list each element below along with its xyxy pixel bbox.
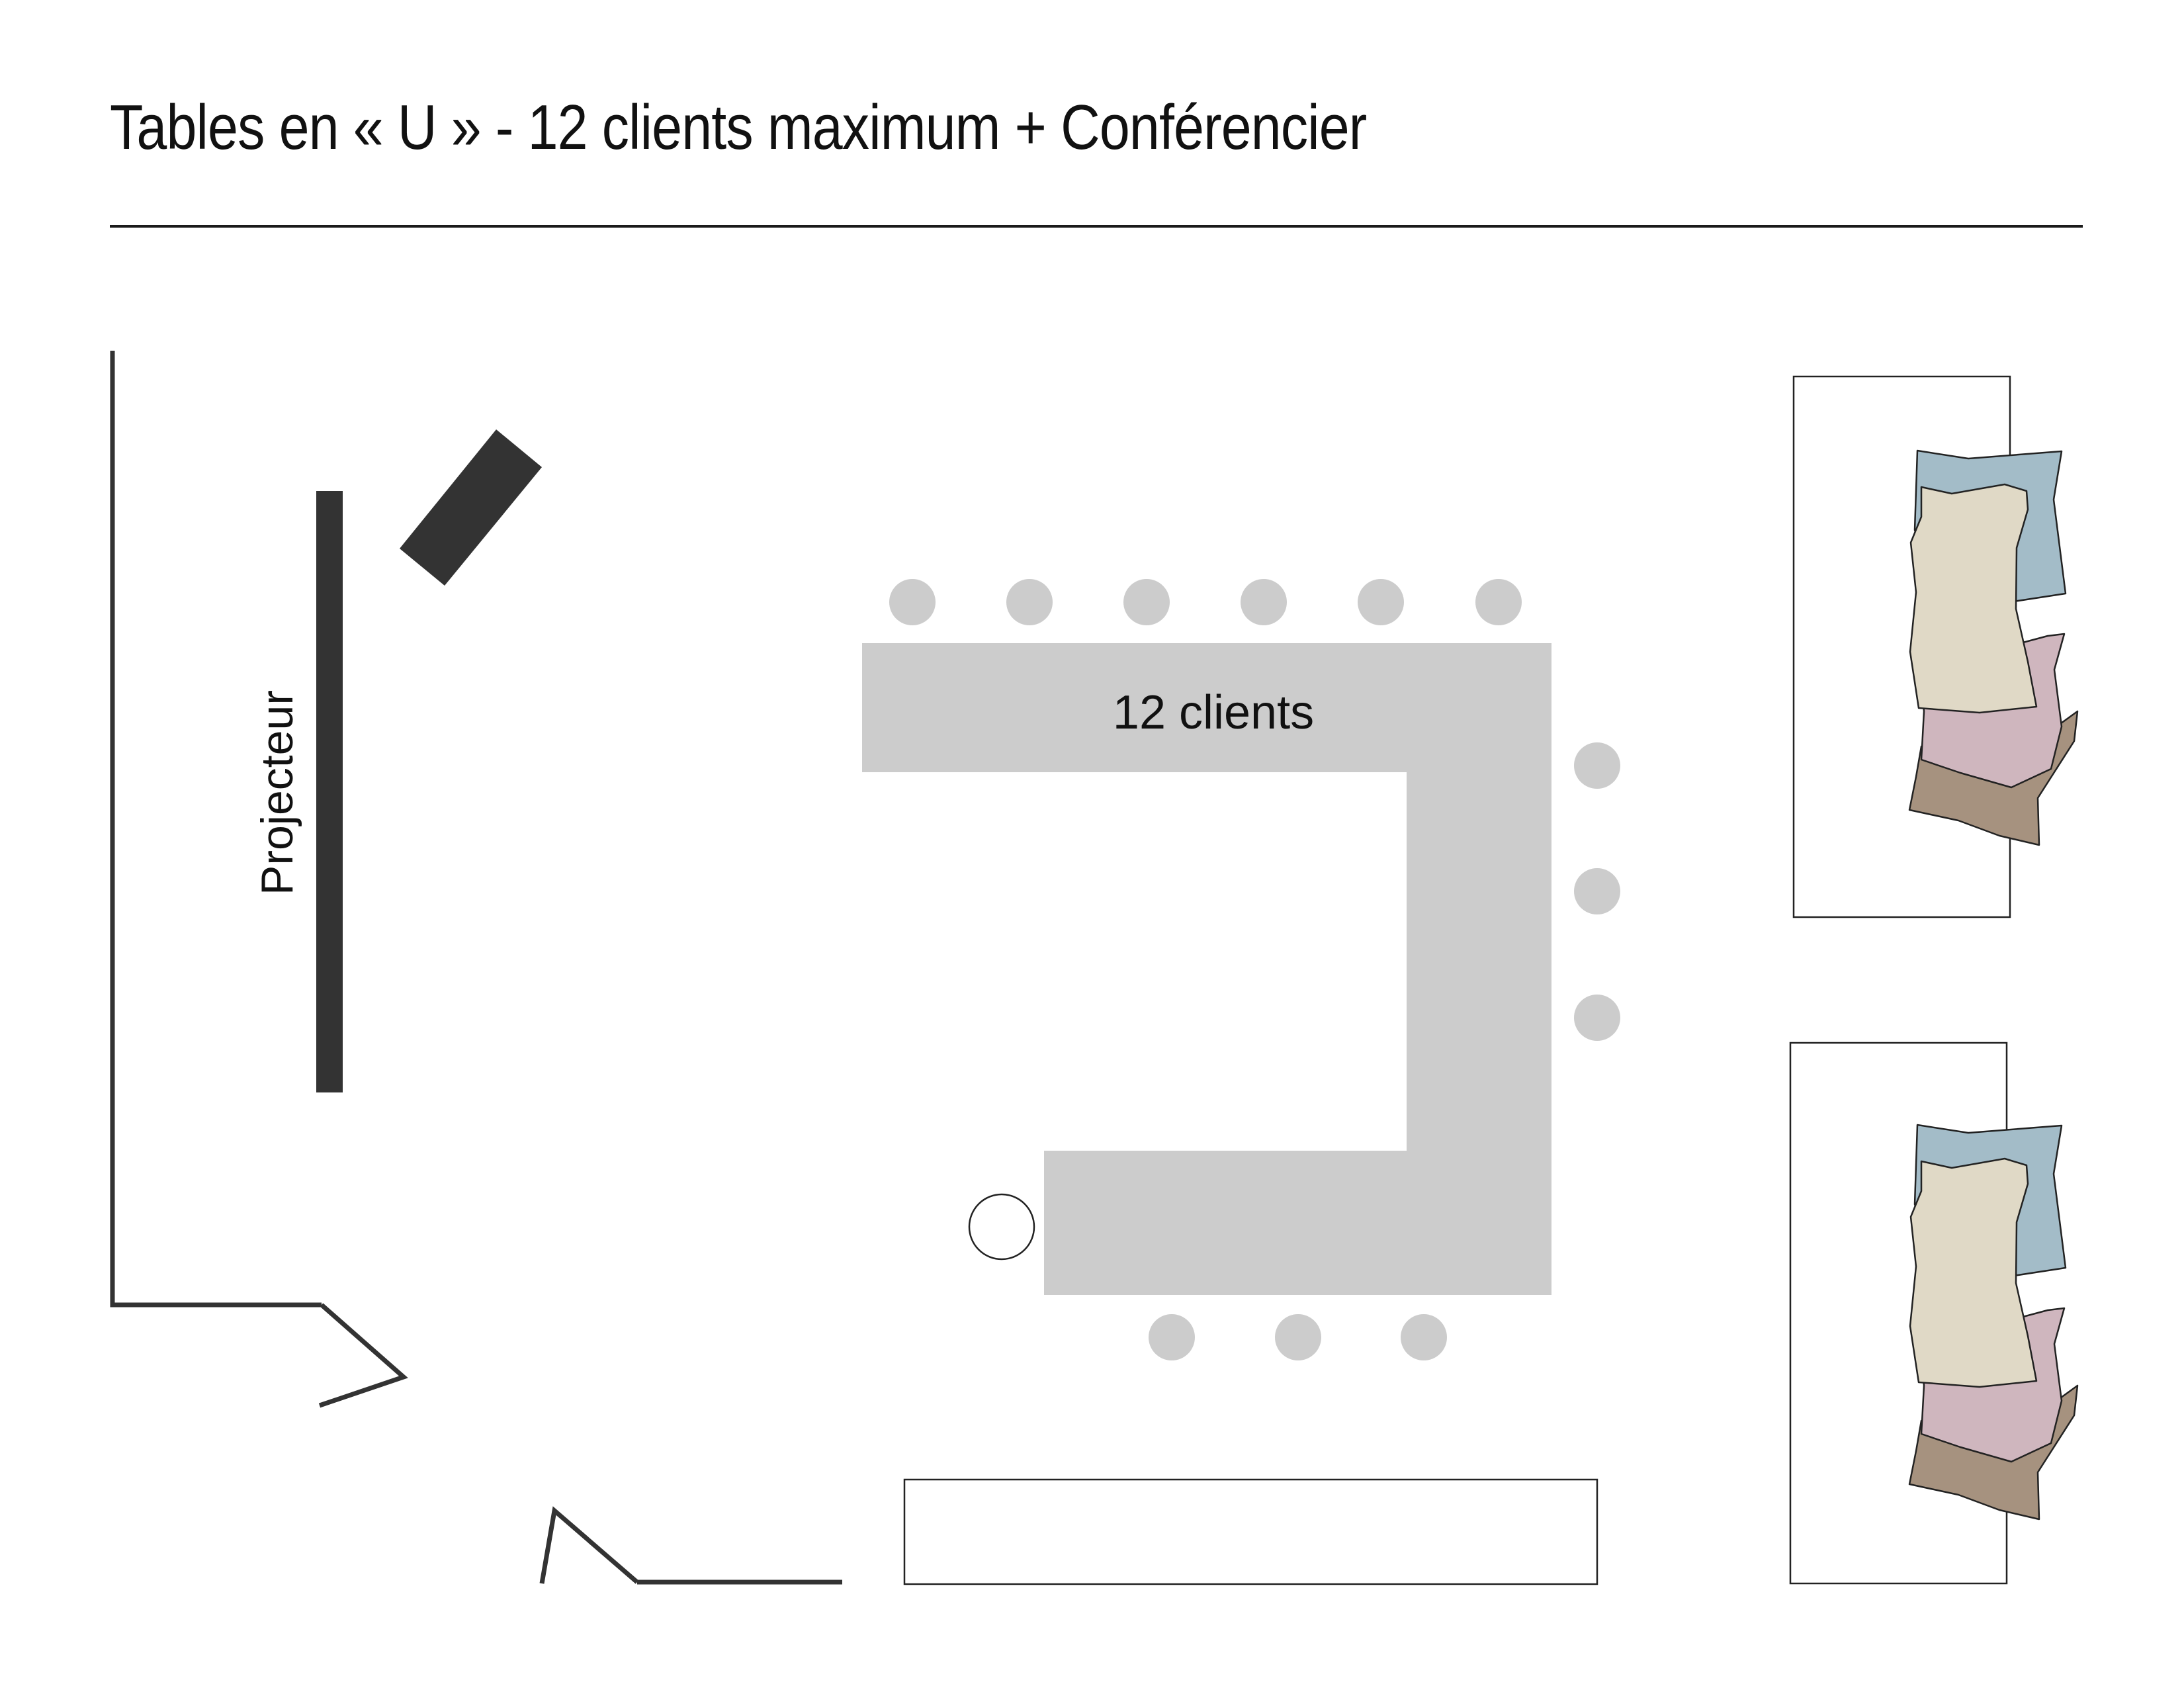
speaker-chair-icon (968, 1193, 1035, 1261)
chair-icon (1358, 579, 1404, 625)
chair-icon (1475, 579, 1522, 625)
left-wall (110, 351, 322, 1308)
chair-icon (1574, 868, 1620, 914)
sofa-icon (1792, 375, 2079, 918)
chair-icon (1401, 1314, 1447, 1360)
projector-icon (400, 429, 542, 586)
pillow-icon (1909, 483, 2038, 714)
door-icon (318, 1303, 408, 1408)
chair-icon (889, 579, 936, 625)
chair-icon (1574, 742, 1620, 789)
page-title: Tables en « U » - 12 clients maximum + C… (110, 92, 1367, 163)
door-icon (539, 1506, 639, 1584)
projector-screen-icon (316, 491, 343, 1092)
chair-icon (1149, 1314, 1195, 1360)
pillow-icon (1909, 1157, 2038, 1388)
chair-icon (1006, 579, 1053, 625)
projector-label: Projecteur (252, 690, 302, 895)
chair-icon (1123, 579, 1170, 625)
chair-icon (1275, 1314, 1321, 1360)
bottom-bench (903, 1478, 1598, 1585)
sofa-icon (1789, 1042, 2079, 1585)
table-label: 12 clients (1113, 686, 1314, 739)
chair-icon (1241, 579, 1287, 625)
chair-icon (1574, 995, 1620, 1041)
title-divider (110, 225, 2083, 228)
u-table (862, 643, 1551, 1295)
